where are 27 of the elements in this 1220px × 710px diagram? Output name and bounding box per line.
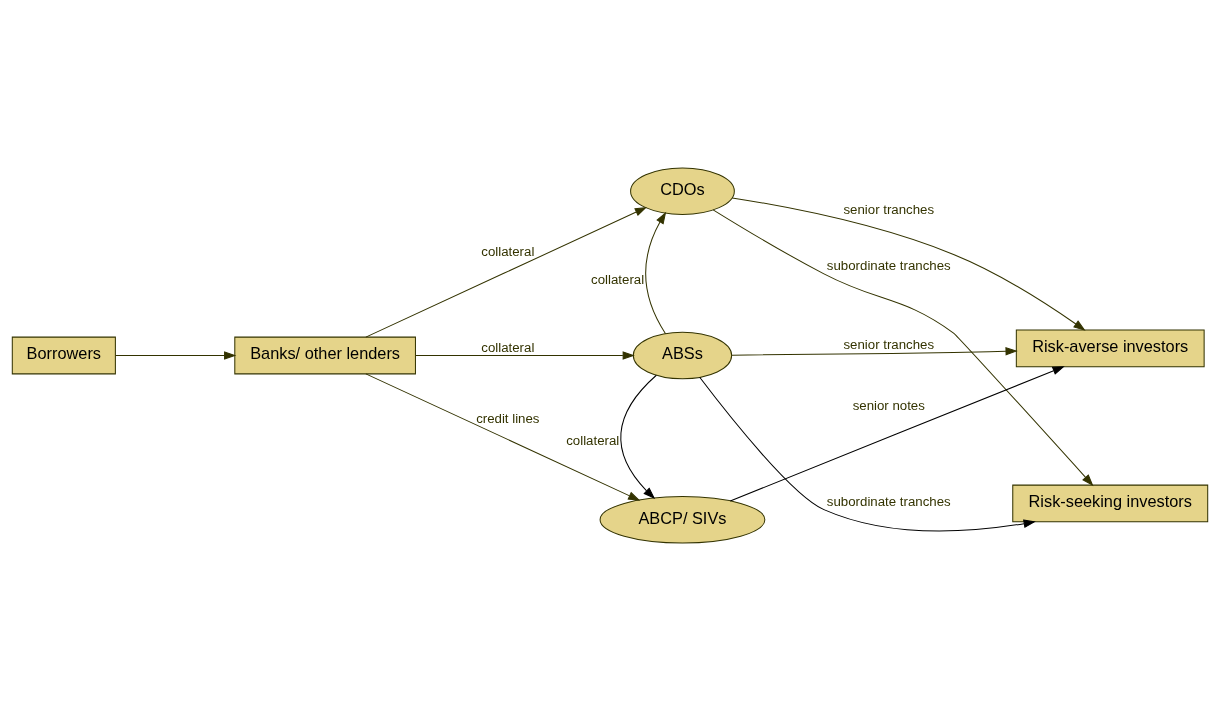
arrow bbox=[620, 374, 657, 499]
edge-label: collateral bbox=[566, 432, 620, 448]
arrow bbox=[712, 208, 1094, 486]
edge-label: collateral bbox=[481, 339, 535, 355]
edge-label: subordinate tranches bbox=[826, 257, 951, 273]
edge-label: collateral bbox=[481, 243, 535, 259]
edge-label: subordinate tranches bbox=[826, 493, 951, 509]
edge-label: senior tranches bbox=[843, 336, 935, 352]
arrow bbox=[731, 196, 1086, 331]
node-box: Banks/ other lenders bbox=[234, 336, 416, 374]
node-ellipse: ABCP/ SIVs bbox=[599, 495, 766, 544]
arrow bbox=[365, 372, 641, 501]
edge-label: senior notes bbox=[852, 397, 925, 413]
arrow bbox=[699, 376, 1036, 531]
arrow bbox=[729, 365, 1065, 501]
node-ellipse: ABSs bbox=[632, 331, 733, 379]
arrow bbox=[114, 350, 237, 360]
edge-label: credit lines bbox=[476, 410, 540, 426]
edge-label: senior tranches bbox=[843, 201, 935, 217]
arrow bbox=[365, 206, 648, 338]
arrow bbox=[415, 350, 635, 360]
node-box: Risk-seeking investors bbox=[1012, 484, 1209, 522]
edge-label: collateral bbox=[591, 271, 645, 287]
node-box: Borrowers bbox=[11, 336, 116, 374]
arrow bbox=[645, 211, 667, 334]
arrow bbox=[731, 346, 1018, 356]
node-box: Risk-averse investors bbox=[1015, 328, 1205, 367]
